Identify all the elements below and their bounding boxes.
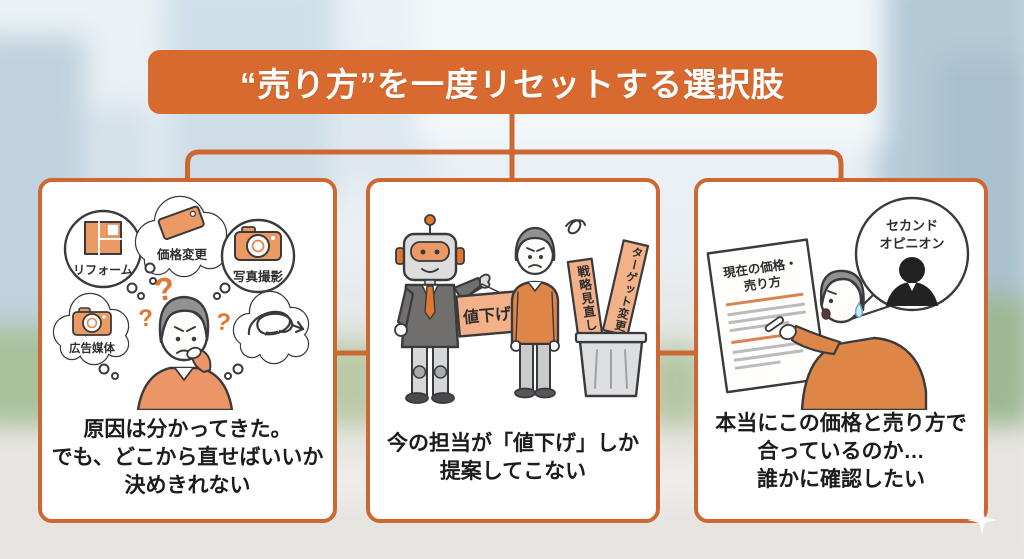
- caption-line: 決めきれない: [124, 474, 251, 497]
- sigh-squiggle-icon: [565, 219, 586, 235]
- problem-card-second-opinion: 現在の価格・ 売り方 セカンド オピニオン: [694, 178, 988, 523]
- speech-bubble-line: セカンド: [886, 218, 938, 233]
- price-cut-sign: 値下げ: [455, 283, 519, 338]
- caption-line: 今の担当が「値下げ」しか: [387, 432, 639, 455]
- caption-line: 原因は分かってきた。: [83, 418, 292, 441]
- caption-line: 本当にこの価格と売り方で: [715, 412, 967, 435]
- thought-bubble: 広告媒体: [52, 292, 130, 366]
- title-banner: “売り方”を一度リセットする選択肢: [148, 50, 877, 114]
- thought-trail-bubbles: [98, 262, 244, 380]
- card-caption: 原因は分かってきた。 でも、どこから直せばいいか 決めきれない: [42, 416, 333, 500]
- thought-label: 広告媒体: [69, 341, 115, 355]
- svg-text:?: ?: [214, 308, 232, 337]
- caption-line: でも、どこから直せばいいか: [51, 446, 324, 469]
- camera-icon: [234, 226, 282, 261]
- floorplan-icon: [84, 221, 122, 255]
- card-caption: 今の担当が「値下げ」しか 提案してこない: [370, 430, 656, 486]
- document-title-line: 売り方: [743, 274, 782, 294]
- second-opinion-illustration: 現在の価格・ 売り方 セカンド オピニオン: [706, 196, 970, 410]
- card-caption: 本当にこの価格と売り方で 合っているのか… 誰かに確認したい: [698, 410, 984, 494]
- thought-bubble: 写真撮影: [220, 218, 296, 294]
- svg-text:?: ?: [137, 304, 154, 332]
- speech-bubble-line: オピニオン: [879, 236, 944, 251]
- price-tag-icon: [157, 205, 205, 241]
- pointing-man-figure: [764, 269, 928, 410]
- document-icon: 現在の価格・ 売り方: [706, 238, 828, 394]
- caption-line: 合っているのか…: [757, 440, 925, 463]
- thought-bubble: リフォーム: [63, 209, 143, 289]
- thought-bubble: [232, 290, 310, 365]
- robot-agent-illustration: 値下げ: [394, 214, 650, 404]
- trash-can-icon: [574, 331, 648, 398]
- silhouette-advisor-icon: [886, 257, 938, 306]
- sign-label: 値下げ: [461, 304, 512, 327]
- thought-label: 写真撮影: [233, 269, 284, 284]
- worried-man-figure: [136, 295, 234, 410]
- speech-bubble: セカンド オピニオン: [846, 196, 970, 322]
- worried-man-thoughts-illustration: リフォーム 価格変更: [52, 195, 310, 410]
- thought-label: リフォーム: [73, 263, 133, 277]
- caption-line: 提案してこない: [439, 460, 587, 483]
- camera-icon: [72, 307, 112, 336]
- page-title: “売り方”を一度リセットする選択肢: [240, 66, 785, 103]
- sweat-drop-icon: [854, 302, 864, 319]
- robot-agent-figure: [394, 214, 491, 404]
- dejected-man-figure: [510, 219, 586, 399]
- caption-line: 誰かに確認したい: [757, 468, 925, 491]
- tangle-arrow-icon: [247, 310, 305, 336]
- problem-card-undecided: リフォーム 価格変更: [38, 178, 337, 523]
- thought-bubble: 価格変更: [134, 195, 228, 278]
- problem-card-price-cut-only: 値下げ: [366, 178, 660, 523]
- thought-label: 価格変更: [156, 247, 208, 262]
